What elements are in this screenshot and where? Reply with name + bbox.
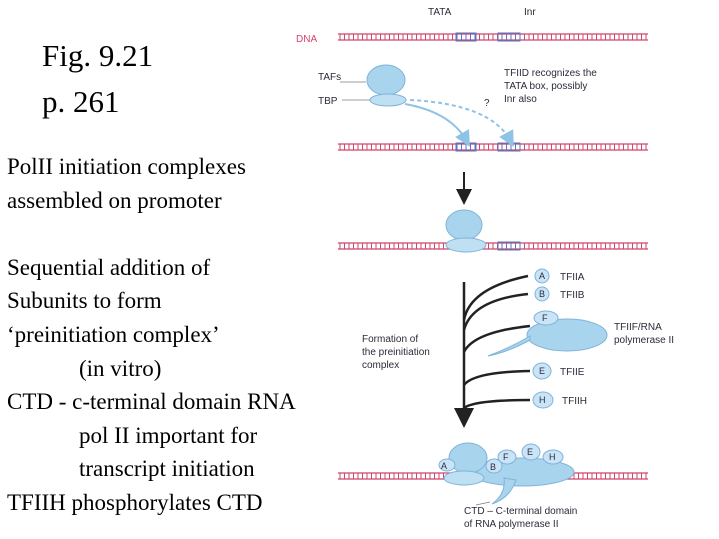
body-line: assembled on promoter — [7, 187, 222, 213]
factor-name: TFIIE — [560, 367, 585, 378]
slide-body: PolII initiation complexes assembled on … — [7, 150, 296, 520]
ctd-label-line: of RNA polymerase II — [464, 519, 558, 530]
factor-name: TFIIH — [562, 396, 587, 407]
binding-arrow-inr — [409, 99, 514, 147]
tfiid-bound-protein — [445, 209, 487, 253]
assembly-branches — [454, 274, 531, 428]
question-mark: ? — [484, 98, 490, 109]
formation-label-line: Formation of — [362, 334, 418, 345]
preinitiation-complex — [438, 442, 575, 505]
tfiid-note-line: Inr also — [504, 94, 537, 105]
factor-letter: E — [539, 366, 545, 376]
body-line: PolII initiation complexes — [7, 154, 246, 179]
factor-letter: A — [539, 271, 545, 281]
tfiia-circle — [534, 268, 550, 284]
dna-strand-top — [338, 32, 648, 42]
tafs-label: TAFs — [318, 72, 341, 83]
dna-label: DNA — [296, 34, 317, 45]
complex-letter: B — [490, 462, 496, 472]
factor-name: TFIIB — [560, 290, 585, 301]
body-line: pol II important for — [79, 422, 258, 448]
factor-letter: F — [542, 313, 548, 323]
formation-label-line: complex — [362, 360, 399, 371]
body-line: CTD - c-terminal domain RNA — [7, 389, 296, 415]
factor-name: TFIIF/RNA — [614, 322, 662, 333]
tfiid-protein — [366, 64, 407, 107]
dna-strand-2 — [338, 142, 648, 152]
body-line: Subunits to form — [7, 288, 162, 314]
complex-letter: H — [549, 452, 556, 462]
figure-number: Fig. 9.21 — [42, 38, 154, 73]
body-line: Sequential addition of — [7, 254, 211, 280]
tbp-label: TBP — [318, 96, 338, 107]
complex-letter: A — [441, 461, 447, 471]
tfiid-note-line: TATA box, possibly — [504, 81, 587, 92]
polymerase-shape — [487, 310, 608, 357]
factor-name: TFIIA — [560, 272, 585, 283]
binding-arrow-tata — [404, 103, 470, 147]
tfiie-circle — [532, 362, 552, 380]
factor-name-line2: polymerase II — [614, 335, 674, 346]
factor-letter: H — [539, 395, 546, 405]
factor-letter: B — [539, 289, 545, 299]
complex-letter: F — [503, 452, 509, 462]
body-line: TFIIH phosphorylates CTD — [7, 489, 263, 515]
complex-letter: E — [527, 447, 533, 457]
body-line: ‘preinitiation complex’ — [7, 321, 220, 347]
body-line: transcript initiation — [79, 456, 255, 482]
page-reference: p. 261 — [42, 84, 120, 119]
dna-strand-3 — [338, 241, 648, 251]
tfiih-circle — [532, 391, 554, 409]
tfiib-circle — [534, 286, 550, 302]
tata-label: TATA — [428, 7, 452, 18]
formation-label-line: the preinitiation — [362, 347, 430, 358]
ctd-leader — [475, 501, 491, 506]
body-line: (in vitro) — [79, 355, 162, 381]
inr-label: Inr — [524, 7, 536, 18]
ctd-label-line: CTD – C-terminal domain — [464, 506, 577, 517]
tfiid-note-line: TFIID recognizes the — [504, 68, 597, 79]
